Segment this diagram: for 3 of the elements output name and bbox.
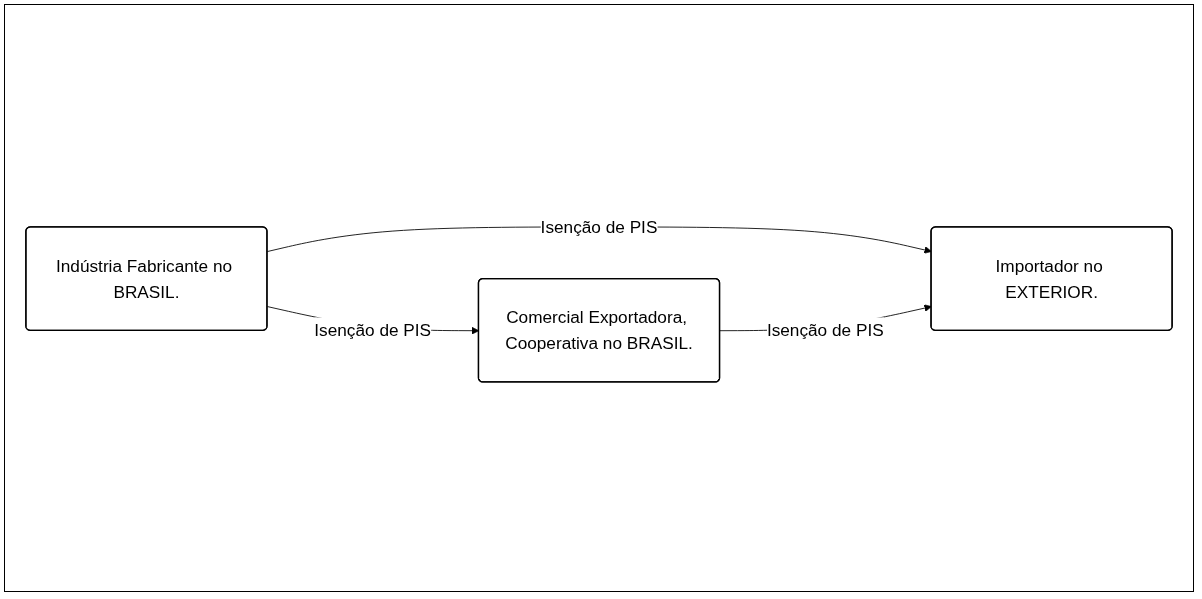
edge-label: Isenção de PIS — [314, 320, 432, 340]
edge-label: Isenção de PIS — [766, 320, 884, 340]
edge-label: Isenção de PIS — [540, 217, 658, 237]
